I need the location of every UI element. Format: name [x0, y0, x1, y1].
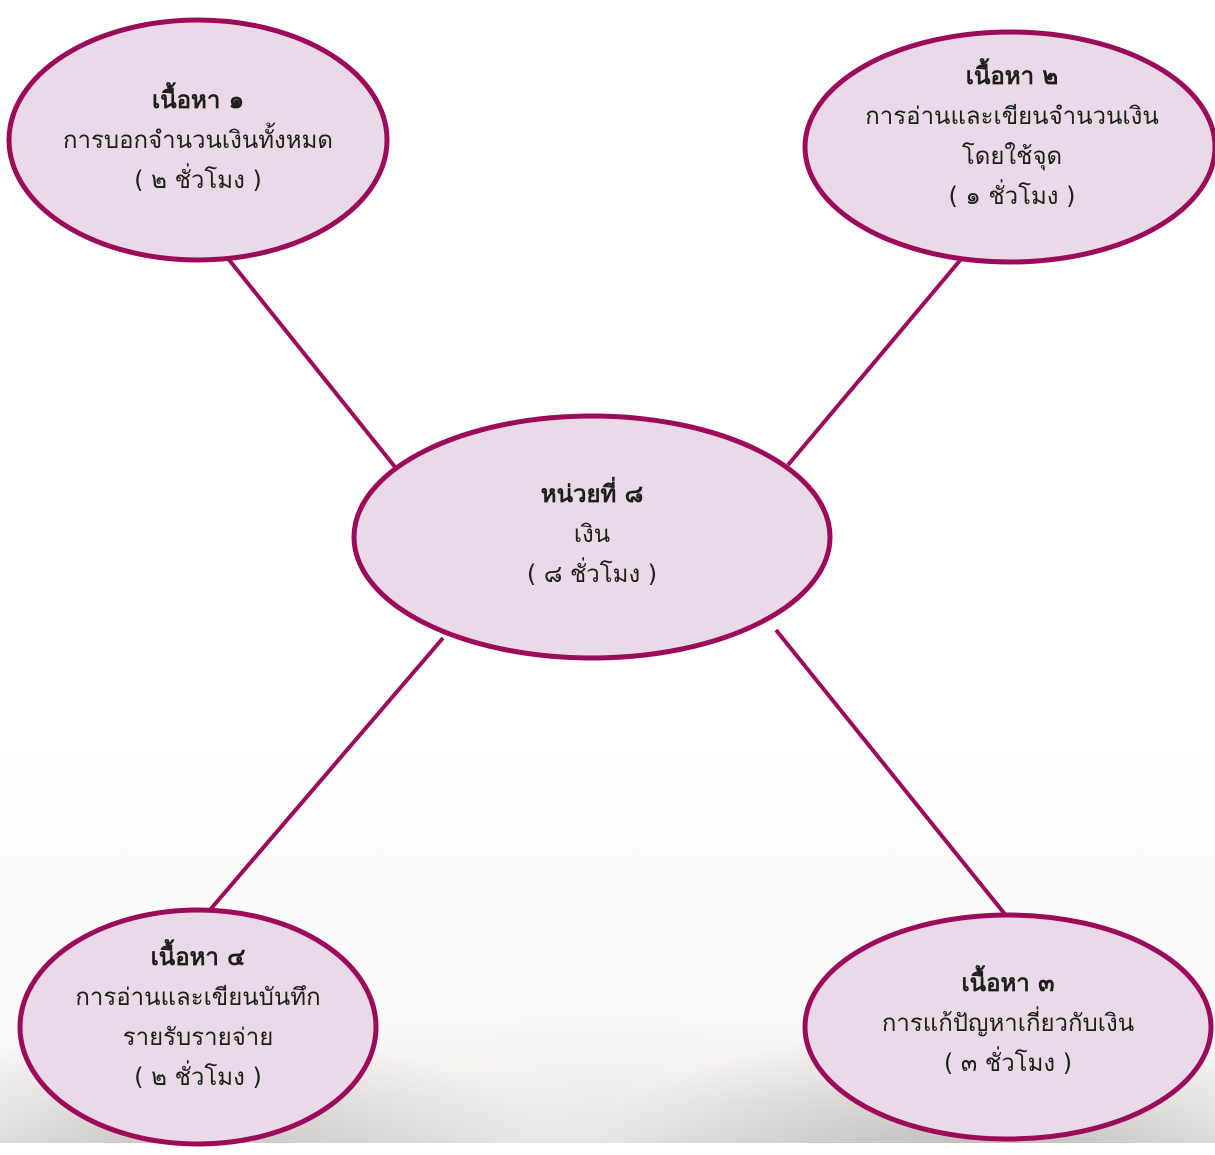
topic-4-label: เนื้อหา ๔ การอ่านและเขียนบันทึก รายรับรา…: [75, 937, 320, 1097]
topic-4-name-line-2: รายรับรายจ่าย: [122, 1023, 274, 1051]
topic-2-title: เนื้อหา ๒: [965, 62, 1059, 90]
topic-4-hours: ( ๒ ชั่วโมง ): [134, 1063, 262, 1091]
topic-3-name: การแก้ปัญหาเกี่ยวกับเงิน: [881, 1009, 1135, 1037]
connector-to-topic-2: [786, 256, 964, 467]
topic-1-hours: ( ๒ ชั่วโมง ): [134, 166, 262, 194]
center-hours: ( ๘ ชั่วโมง ): [526, 560, 658, 588]
connector-to-topic-3: [774, 628, 1010, 920]
center-node: [351, 413, 833, 661]
center-name: เงิน: [573, 520, 611, 548]
connector-to-topic-1: [224, 254, 397, 469]
topic-1-node: [6, 17, 390, 263]
topic-2-label: เนื้อหา ๒ การอ่านและเขียนจำนวนเงิน โดยใช…: [865, 56, 1159, 216]
topic-4-title: เนื้อหา ๔: [150, 943, 246, 971]
topic-1-title: เนื้อหา ๑: [152, 86, 244, 114]
topic-1-name: การบอกจำนวนเงินทั้งหมด: [63, 126, 333, 154]
center-title: หน่วยที่ ๘: [540, 480, 644, 508]
topic-3-node: [802, 912, 1214, 1142]
topic-3-label: เนื้อหา ๓ การแก้ปัญหาเกี่ยวกับเงิน ( ๓ ช…: [882, 963, 1134, 1083]
connector-to-topic-4: [201, 636, 445, 920]
center-label: หน่วยที่ ๘ เงิน ( ๘ ชั่วโมง ): [527, 474, 657, 594]
topic-3-title: เนื้อหา ๓: [961, 969, 1055, 997]
topic-2-name-line-1: การอ่านและเขียนจำนวนเงิน: [865, 102, 1159, 130]
topic-4-node: [17, 907, 379, 1147]
topic-4-name-line-1: การอ่านและเขียนบันทึก: [75, 983, 321, 1011]
topic-2-hours: ( ๑ ชั่วโมง ): [948, 182, 1076, 210]
topic-3-hours: ( ๓ ชั่วโมง ): [943, 1049, 1073, 1077]
topic-2-node: [802, 29, 1215, 265]
background-bottom-edge: [0, 1143, 1215, 1155]
topic-1-label: เนื้อหา ๑ การบอกจำนวนเงินทั้งหมด ( ๒ ชั่…: [63, 80, 333, 200]
topic-2-name-line-2: โดยใช้จุด: [961, 142, 1063, 170]
